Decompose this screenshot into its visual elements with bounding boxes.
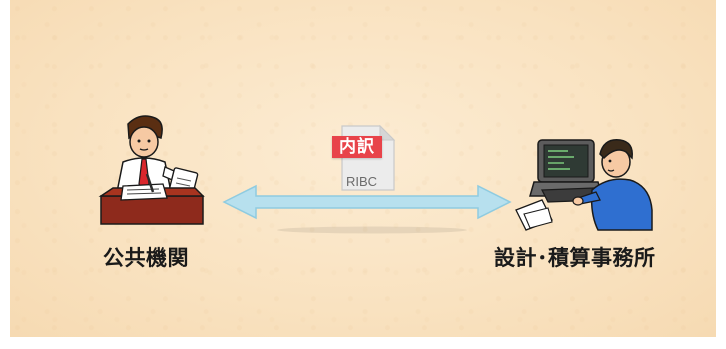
left-party-label: 公共機関	[103, 246, 189, 270]
document-badge: 内訳	[332, 136, 382, 158]
document-format-label: RIBC	[346, 174, 378, 189]
right-party-label: 設計･積算事務所	[494, 246, 656, 270]
engineer-at-computer-icon	[515, 139, 653, 231]
public-official-at-desk-icon	[98, 115, 205, 225]
bidirectional-arrow-icon	[222, 184, 512, 234]
